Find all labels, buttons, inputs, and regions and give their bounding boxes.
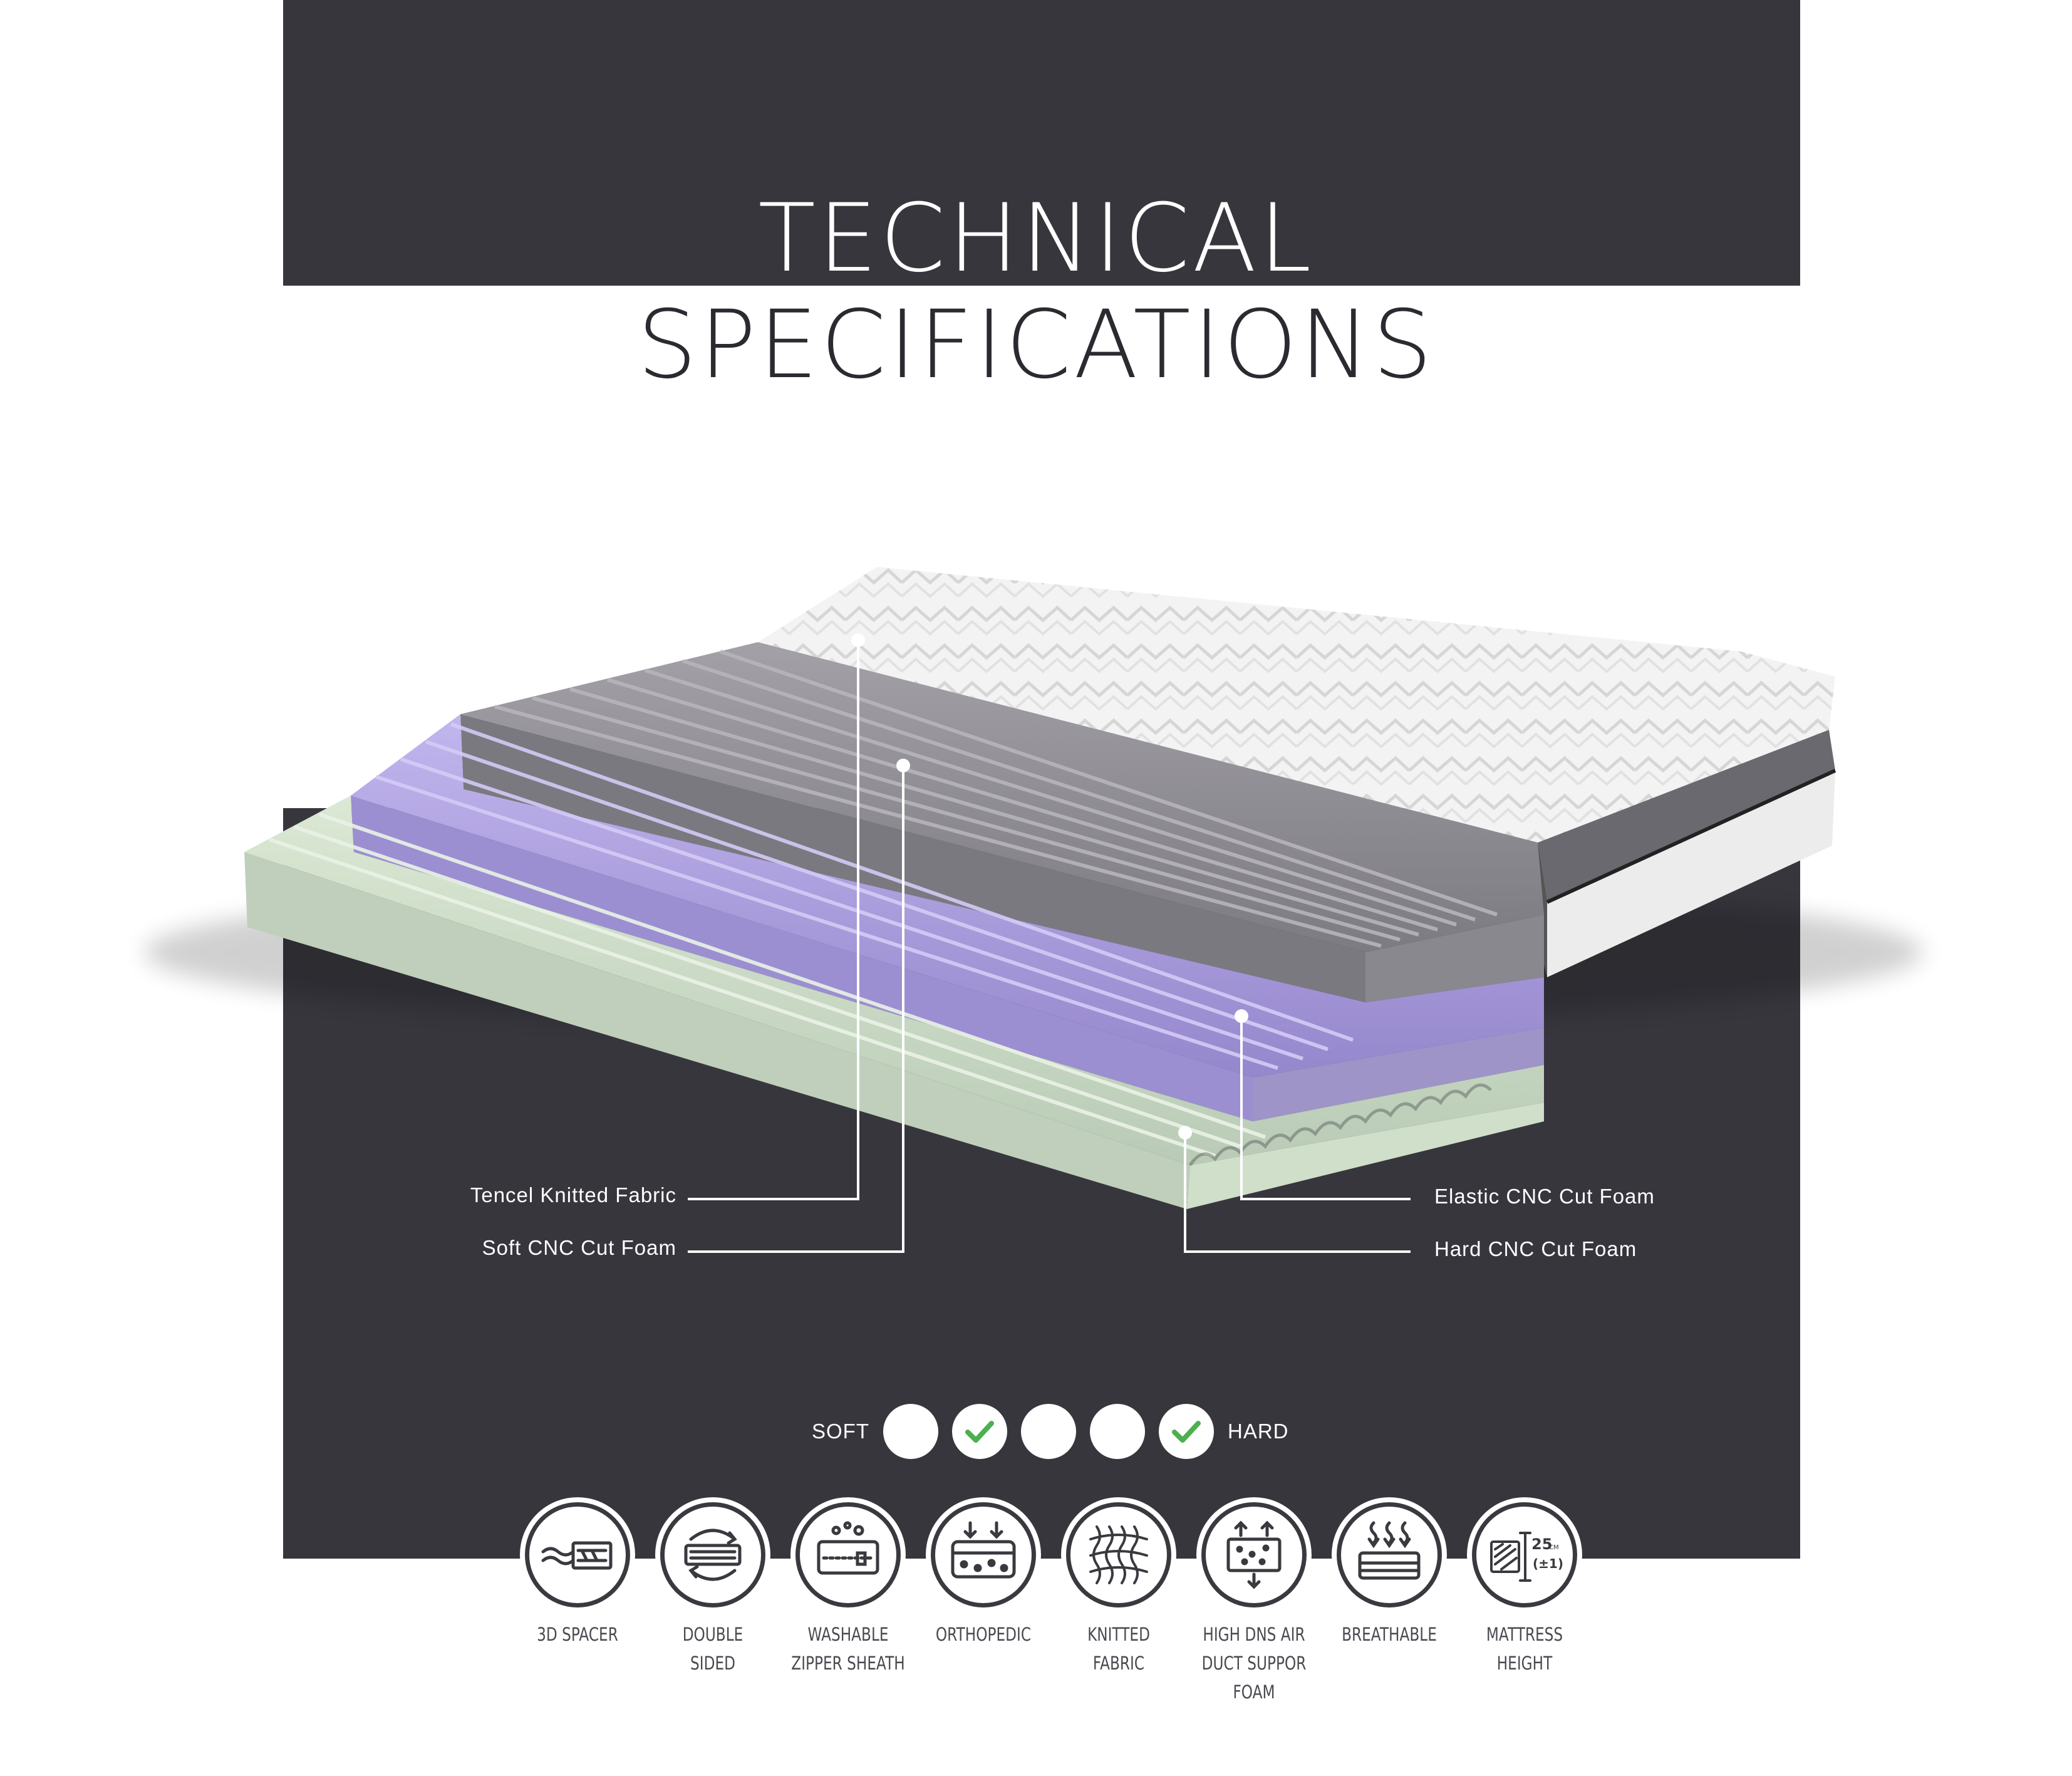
height-value: 25 xyxy=(1531,1535,1552,1553)
check-icon xyxy=(1172,1421,1201,1443)
feature-label: HIGH DNS AIR DUCT SUPPOR FOAM xyxy=(1201,1624,1307,1703)
feature-breathable: BREATHABLE xyxy=(1322,1502,1457,1706)
firmness-scale: SOFT HARD xyxy=(812,1403,1289,1460)
feature-knitted-fabric: KNITTED FABRIC xyxy=(1051,1502,1186,1706)
breathable-icon xyxy=(1337,1502,1442,1607)
green-foam-layer xyxy=(244,796,1544,1209)
callout-tencel-knitted-fabric: Tencel Knitted Fabric xyxy=(470,1183,676,1207)
title-line-2: SPECIFICATIONS xyxy=(637,291,1435,400)
feature-label: KNITTED FABRIC xyxy=(1087,1624,1150,1674)
feature-mattress-height: 25 CM (±1) MATTRESS HEIGHT xyxy=(1457,1502,1592,1706)
leader-tencel xyxy=(688,640,859,1200)
mattress-height-icon: 25 CM (±1) xyxy=(1472,1502,1577,1607)
feature-air-duct-foam: HIGH DNS AIR DUCT SUPPOR FOAM xyxy=(1186,1502,1322,1706)
height-tolerance: (±1) xyxy=(1533,1556,1563,1571)
feature-label: WASHABLE ZIPPER SHEATH xyxy=(791,1624,905,1674)
feature-label: BREATHABLE xyxy=(1342,1624,1437,1645)
feature-label: ORTHOPEDIC xyxy=(935,1624,1032,1645)
firmness-soft-label: SOFT xyxy=(812,1420,869,1443)
feature-icons-row: 3D SPACER DOUBLE SIDED WASHABLE ZIPPER S… xyxy=(510,1502,1587,1706)
firmness-level-2 xyxy=(952,1404,1007,1459)
feature-orthopedic: ORTHOPEDIC xyxy=(916,1502,1051,1706)
firmness-level-5 xyxy=(1159,1404,1214,1459)
feature-label: MATTRESS HEIGHT xyxy=(1486,1624,1563,1674)
firmness-level-1 xyxy=(883,1404,938,1459)
callout-soft-cnc-foam: Soft CNC Cut Foam xyxy=(482,1236,676,1259)
gray-foam-layer xyxy=(460,642,1544,1002)
callout-elastic-cnc-foam: Elastic CNC Cut Foam xyxy=(1434,1185,1655,1208)
washable-zipper-icon xyxy=(795,1502,901,1607)
feature-double-sided: DOUBLE SIDED xyxy=(645,1502,780,1706)
orthopedic-icon xyxy=(931,1502,1036,1607)
firmness-hard-label: HARD xyxy=(1228,1420,1289,1443)
firmness-level-3 xyxy=(1021,1404,1076,1459)
feature-3d-spacer: 3D SPACER xyxy=(510,1502,645,1706)
3d-spacer-icon xyxy=(525,1502,630,1607)
callout-dots xyxy=(851,633,1248,1140)
check-icon xyxy=(965,1421,994,1443)
height-unit: CM xyxy=(1549,1544,1559,1551)
callout-lines xyxy=(688,640,1411,1253)
feature-washable-zipper: WASHABLE ZIPPER SHEATH xyxy=(780,1502,916,1706)
leader-soft-foam xyxy=(688,766,904,1253)
firmness-level-4 xyxy=(1090,1404,1145,1459)
leader-hard-foam xyxy=(1184,1133,1411,1253)
leader-elastic-foam xyxy=(1240,1016,1411,1200)
feature-label: DOUBLE SIDED xyxy=(682,1624,743,1674)
title-line-1: TECHNICAL xyxy=(758,184,1314,293)
feature-label: 3D SPACER xyxy=(537,1624,618,1645)
air-duct-foam-icon xyxy=(1201,1502,1307,1607)
header-panel xyxy=(283,0,1800,286)
mattress-illustration xyxy=(0,551,2072,1278)
knitted-fabric-icon xyxy=(1066,1502,1171,1607)
callout-hard-cnc-foam: Hard CNC Cut Foam xyxy=(1434,1237,1637,1260)
double-sided-icon xyxy=(660,1502,765,1607)
